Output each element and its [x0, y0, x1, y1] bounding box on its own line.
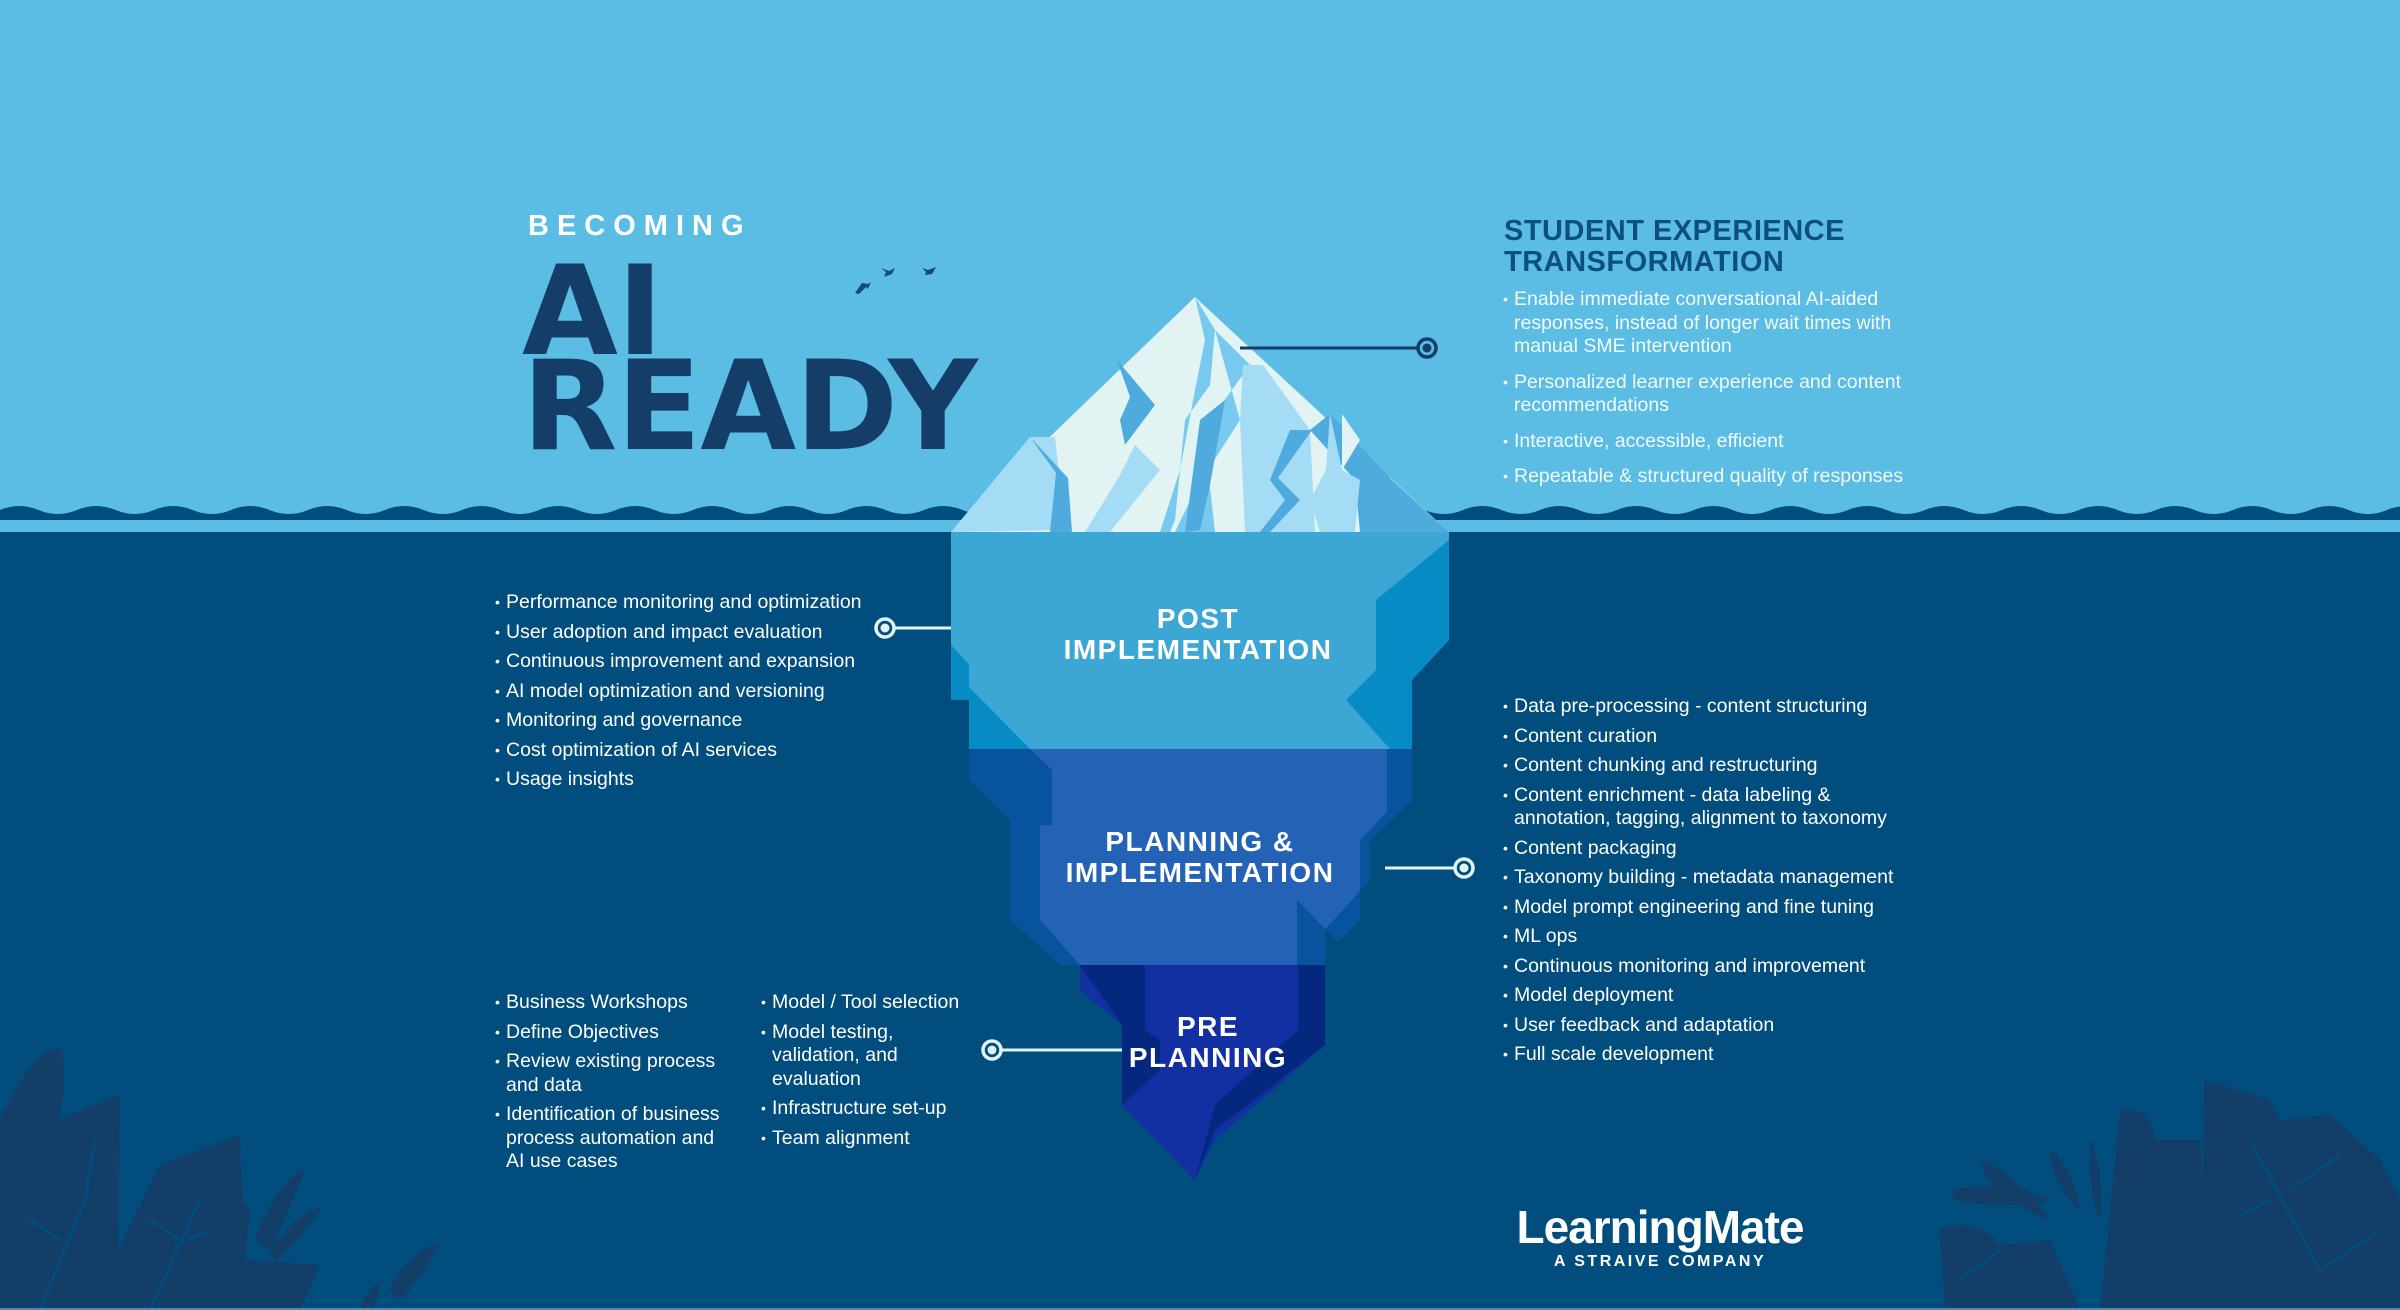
list-item: AI model optimization and versioning — [495, 677, 896, 707]
stage-label-planning-implementation: PLANNING & IMPLEMENTATION — [1000, 826, 1400, 888]
list-item: Content enrichment - data labeling & ann… — [1503, 784, 1924, 831]
list-item: Repeatable & structured quality of respo… — [1503, 465, 1924, 489]
planning-implementation-list: Data pre-processing - content structurin… — [1503, 695, 1924, 1073]
list-item: Infrastructure set-up — [761, 1097, 982, 1121]
title-kicker: BECOMING — [528, 210, 752, 242]
list-item: Personalized learner experience and cont… — [1503, 371, 1924, 418]
list-item: Review existing process and data — [495, 1050, 736, 1097]
plants-right-decoration — [1940, 1080, 2400, 1310]
iceberg-post-implementation-zone — [951, 532, 1449, 749]
list-item: User adoption and impact evaluation — [495, 618, 896, 648]
list-item: ML ops — [1503, 925, 1924, 949]
stage-label-line: PRE — [1176, 1011, 1240, 1042]
list-item: Content chunking and restructuring — [1503, 754, 1924, 778]
connector-planning-implementation — [1385, 857, 1475, 879]
learningmate-logo: LearningMate A STRAIVE COMPANY — [1505, 1202, 1815, 1272]
list-item: User feedback and adaptation — [1503, 1014, 1924, 1038]
stage-label-line: POST — [1156, 603, 1240, 634]
list-item: Continuous improvement and expansion — [495, 647, 896, 677]
list-item: Performance monitoring and optimization — [495, 588, 896, 618]
list-item: Model / Tool selection — [761, 991, 982, 1015]
birds-icon — [855, 267, 936, 294]
connector-student-experience — [1240, 337, 1438, 359]
stage-label-pre-planning: PRE PLANNING — [1108, 1011, 1308, 1073]
list-item: Content packaging — [1503, 837, 1924, 861]
list-item: Model testing, validation, and evaluatio… — [761, 1021, 912, 1092]
list-item: Continuous monitoring and improvement — [1503, 955, 1924, 979]
list-item: Full scale development — [1503, 1043, 1924, 1067]
iceberg-planning-zone — [969, 749, 1412, 965]
post-implementation-list: Performance monitoring and optimization … — [495, 588, 896, 795]
iceberg-pre-planning-zone — [1080, 965, 1325, 1180]
list-item: Business Workshops — [495, 991, 736, 1015]
list-item: Cost optimization of AI services — [495, 736, 896, 766]
plants-right-veins — [1959, 1139, 2381, 1282]
stage-label-line: PLANNING & — [1105, 826, 1295, 857]
list-item: Enable immediate conversational AI-aided… — [1503, 288, 1924, 359]
bottom-edge-line — [0, 1308, 2400, 1310]
pre-planning-list-column-2: Model / Tool selection Model testing, va… — [761, 991, 982, 1156]
title-line-ready: READY — [522, 335, 978, 479]
logo-brand: LearningMate — [1516, 1201, 1804, 1253]
student-experience-title: STUDENT EXPERIENCE TRANSFORMATION — [1504, 215, 1845, 278]
student-experience-list: Enable immediate conversational AI-aided… — [1503, 288, 1924, 501]
stage-label-post-implementation: POST IMPLEMENTATION — [1000, 603, 1396, 665]
list-item: Identification of business process autom… — [495, 1103, 736, 1174]
connector-pre-planning — [981, 1039, 1122, 1061]
stage-label-line: IMPLEMENTATION — [1065, 857, 1335, 888]
list-item: Content curation — [1503, 725, 1924, 749]
list-item: Monitoring and governance — [495, 706, 896, 736]
logo-tagline: A STRAIVE COMPANY — [1553, 1253, 1767, 1270]
title-line-ai: AI — [522, 240, 663, 384]
list-item: Team alignment — [761, 1127, 982, 1151]
list-item: Define Objectives — [495, 1021, 736, 1045]
list-item: Interactive, accessible, efficient — [1503, 430, 1924, 454]
plants-left-veins — [29, 1139, 211, 1310]
stage-label-line: IMPLEMENTATION — [1063, 634, 1333, 665]
iceberg-tip — [951, 297, 1449, 532]
pre-planning-list-column-1: Business Workshops Define Objectives Rev… — [495, 991, 736, 1180]
list-item: Usage insights — [495, 765, 896, 795]
list-item: Model prompt engineering and fine tuning — [1503, 896, 1924, 920]
stage-label-line: PLANNING — [1128, 1042, 1288, 1073]
plants-left-decoration — [0, 1048, 440, 1310]
list-item: Taxonomy building - metadata management — [1503, 866, 1924, 890]
list-item: Model deployment — [1503, 984, 1924, 1008]
list-item: Data pre-processing - content structurin… — [1503, 695, 1924, 719]
